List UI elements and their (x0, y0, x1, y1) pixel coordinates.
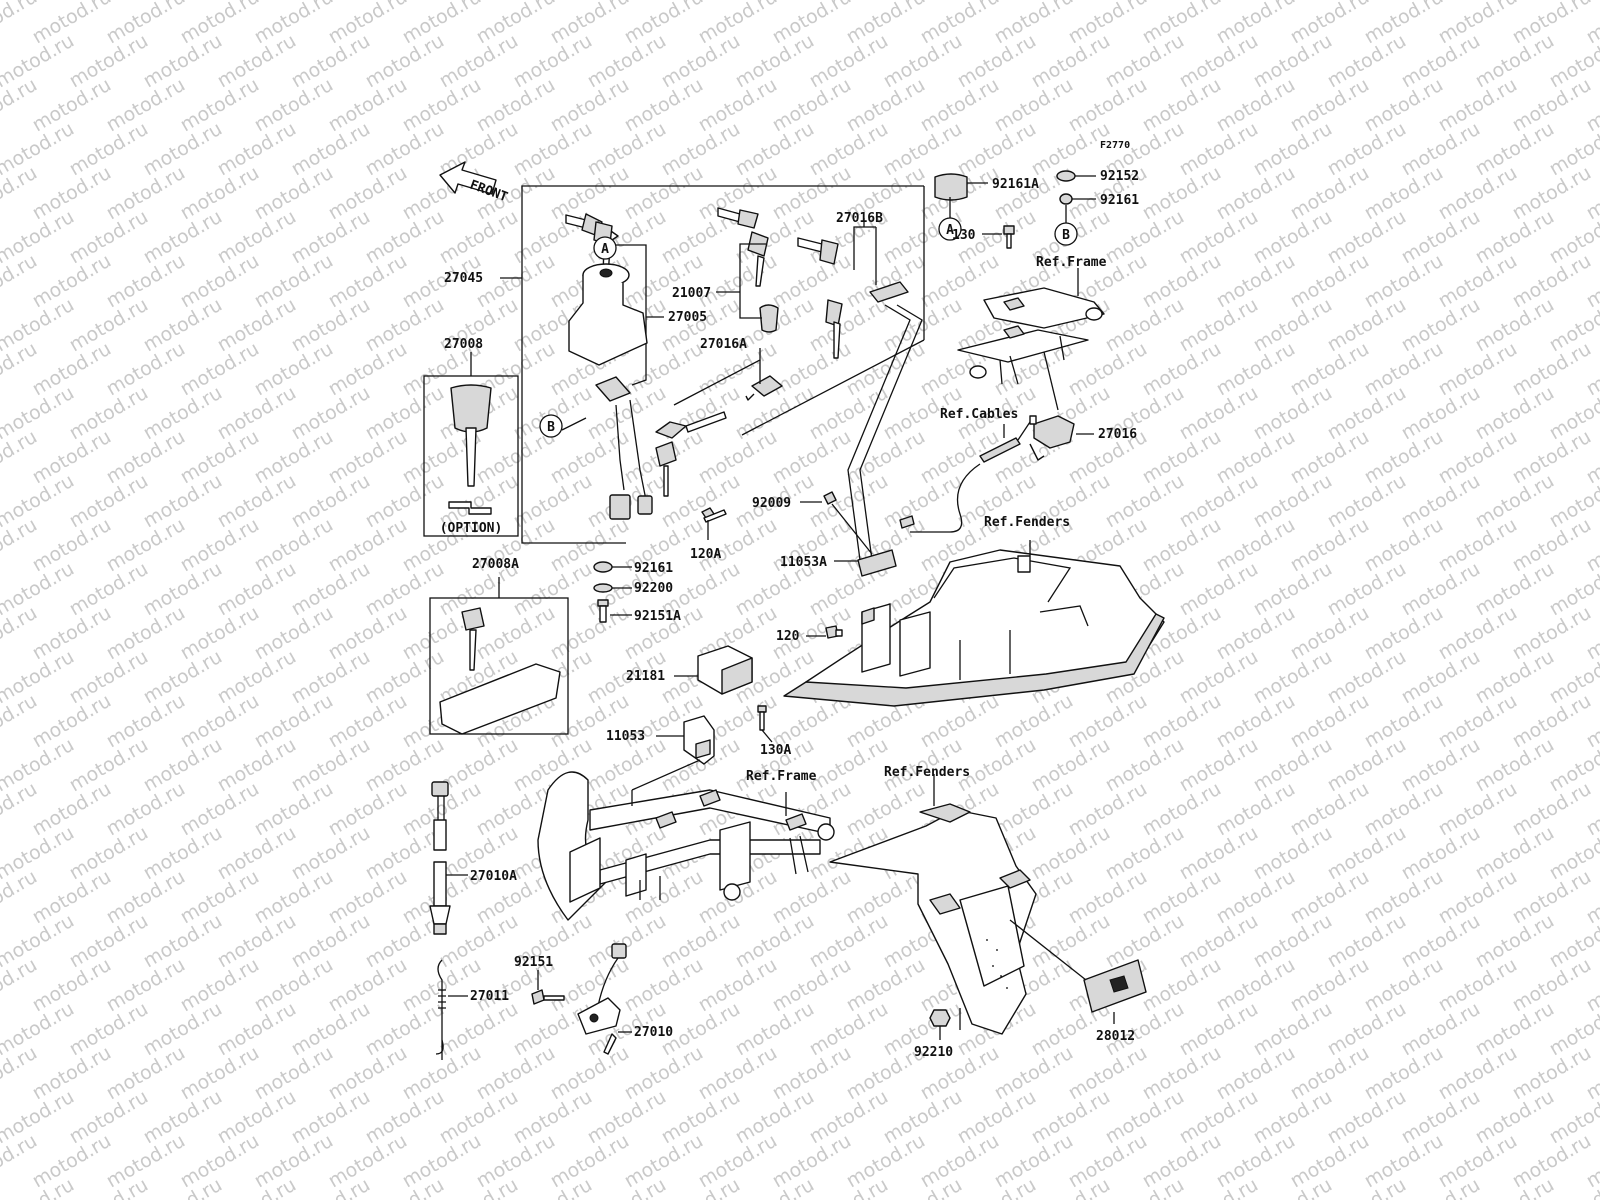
label-130a: 130A (760, 743, 791, 758)
washer-92161-top (1059, 193, 1073, 205)
rear-fender-lower (829, 803, 1037, 1035)
clamp-92161a (934, 173, 968, 201)
label-ref-frame-top: Ref.Frame (1036, 255, 1107, 270)
label-28012: 28012 (1096, 1029, 1135, 1044)
seat-lock-cable (847, 304, 923, 561)
front-direction-arrow: FRONT (439, 161, 510, 205)
switch-harness-27010a (429, 781, 451, 935)
key-cap-21007 (759, 304, 779, 333)
bolt-120a (701, 507, 727, 523)
label-27016: 27016 (1098, 427, 1137, 442)
ref-circle-a-text: A (601, 242, 609, 257)
label-27008a: 27008A (472, 557, 519, 572)
screw-92009 (823, 491, 873, 555)
label-92151: 92151 (514, 955, 553, 970)
ref-circle-a-ignition (593, 236, 617, 260)
relay-21181 (697, 645, 753, 695)
key-21007-b (747, 231, 769, 287)
label-92161-mid: 92161 (634, 561, 673, 576)
washer-92161-mid (593, 561, 613, 573)
label-92210: 92210 (914, 1045, 953, 1060)
label-27005: 27005 (668, 310, 707, 325)
rear-frame-bottom (537, 771, 835, 921)
seat-lock-27016 (1029, 415, 1075, 461)
kit-27045-bracket (500, 185, 925, 544)
label-27010a: 27010A (470, 869, 517, 884)
ref-circle-b-washer-text: B (1062, 228, 1070, 243)
label-92009: 92009 (752, 496, 791, 511)
label-27016b: 27016B (836, 211, 883, 226)
label-27045: 27045 (444, 271, 483, 286)
figure-code: F2770 (1100, 140, 1130, 151)
rear-fender-upper (783, 549, 1165, 707)
key-set-27008a-box (429, 577, 569, 735)
label-130: 130 (952, 228, 976, 243)
label-92161a: 92161A (992, 177, 1039, 192)
ref-circle-a-clamp-text: A (946, 223, 954, 238)
nut-92210 (929, 1009, 951, 1027)
label-11053: 11053 (606, 729, 645, 744)
bracket-11053 (683, 715, 715, 765)
bolt-92151 (531, 989, 565, 1005)
label-ref-fenders-bottom: Ref.Fenders (884, 765, 970, 780)
spring-27011 (435, 959, 446, 1060)
rear-frame-top (957, 287, 1105, 385)
bolt-130 (1003, 225, 1015, 249)
label-11053a: 11053A (780, 555, 827, 570)
washer-92152 (1056, 170, 1076, 182)
washer-92200 (593, 583, 613, 593)
bolt-92151a (597, 599, 609, 623)
label-21007: 21007 (672, 286, 711, 301)
reflector-28012 (1083, 959, 1147, 1013)
ref-circle-b-text: B (547, 420, 555, 435)
lock-27016a (745, 375, 783, 401)
ref-circle-b-ignition (539, 414, 563, 438)
key-27016a (655, 411, 727, 497)
label-ref-frame-bottom: Ref.Frame (746, 769, 817, 784)
label-27008: 27008 (444, 337, 483, 352)
bolt-120 (825, 625, 843, 639)
key-27016b (797, 237, 843, 359)
label-120a: 120A (690, 547, 721, 562)
option-label: (OPTION) (440, 521, 503, 536)
label-27011: 27011 (470, 989, 509, 1004)
label-21181: 21181 (626, 669, 665, 684)
cable-assembly (899, 415, 1037, 533)
label-120: 120 (776, 629, 800, 644)
label-27016a: 27016A (700, 337, 747, 352)
ignition-switch (568, 263, 653, 520)
option-key-27008-box: (OPTION) (423, 352, 519, 537)
bracket-11053a (857, 549, 897, 577)
label-92152: 92152 (1100, 169, 1139, 184)
side-stand-switch-27010 (577, 943, 627, 1055)
bolt-130a (757, 705, 767, 731)
label-92161-top: 92161 (1100, 193, 1139, 208)
label-92151a: 92151A (634, 609, 681, 624)
label-92200: 92200 (634, 581, 673, 596)
key-21007-a (717, 207, 759, 229)
label-27010: 27010 (634, 1025, 673, 1040)
label-ref-fenders-top: Ref.Fenders (984, 515, 1070, 530)
seat-lock-27016b (869, 281, 909, 303)
label-ref-cables: Ref.Cables (940, 407, 1018, 422)
